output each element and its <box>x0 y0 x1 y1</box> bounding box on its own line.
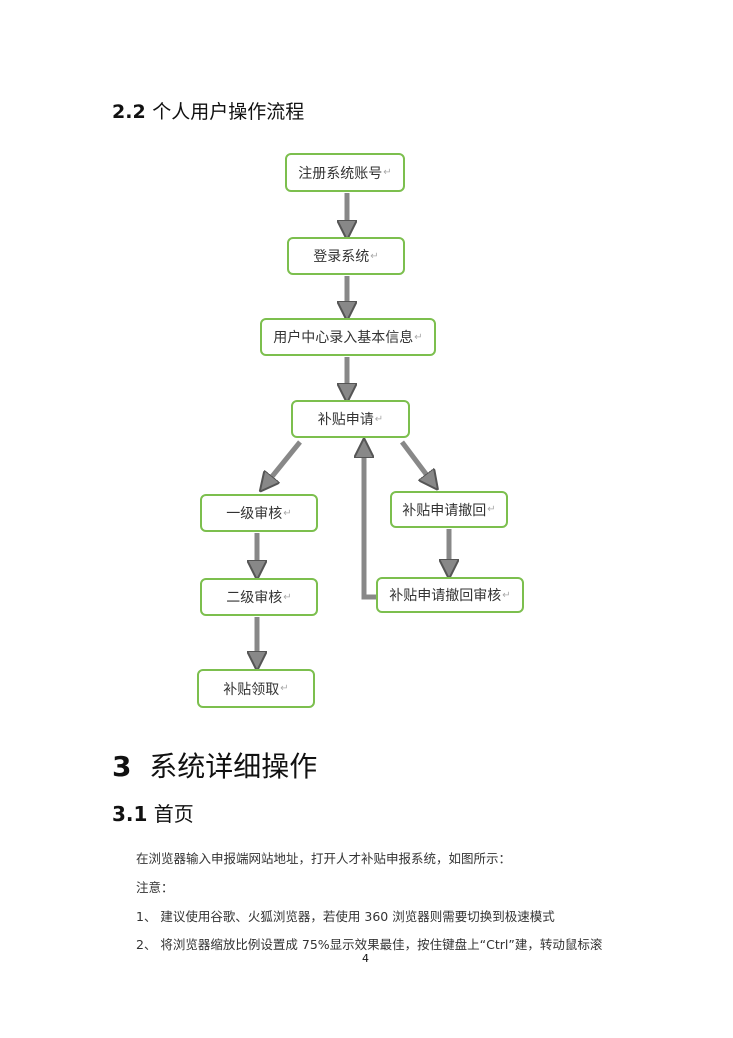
page-number: 4 <box>362 952 369 965</box>
section-heading-3: 3 系统详细操作 <box>112 750 318 783</box>
flow-step-register: 注册系统账号↵ <box>285 153 405 192</box>
heading-title: 个人用户操作流程 <box>152 101 305 123</box>
flow-step-basic-info: 用户中心录入基本信息↵ <box>260 318 436 356</box>
paragraph: 注意： <box>136 880 174 895</box>
flow-step-withdraw: 补贴申请撤回↵ <box>390 491 508 528</box>
flow-step-receive: 补贴领取↵ <box>197 669 315 708</box>
list-item: 2、 将浏览器缩放比例设置成 75%显示效果最佳，按住键盘上“Ctrl”建，转动… <box>136 937 603 952</box>
section-heading-3-1: 3.1 首页 <box>112 802 194 826</box>
flow-step-withdraw-review: 补贴申请撤回审核↵ <box>376 577 524 613</box>
list-item: 1、 建议使用谷歌、火狐浏览器，若使用 360 浏览器则需要切换到极速模式 <box>136 909 555 924</box>
arrow <box>400 440 432 482</box>
arrow-return <box>364 448 376 600</box>
flow-step-apply: 补贴申请↵ <box>291 400 410 438</box>
flow-step-second-review: 二级审核↵ <box>200 578 318 616</box>
heading-number: 2.2 <box>112 101 146 123</box>
paragraph: 在浏览器输入申报端网站地址，打开人才补贴申报系统，如图所示： <box>136 851 512 866</box>
arrow <box>266 440 302 484</box>
flow-step-first-review: 一级审核↵ <box>200 494 318 532</box>
section-heading-2-2: 2.2 个人用户操作流程 <box>112 97 304 124</box>
flow-step-login: 登录系统↵ <box>287 237 405 275</box>
